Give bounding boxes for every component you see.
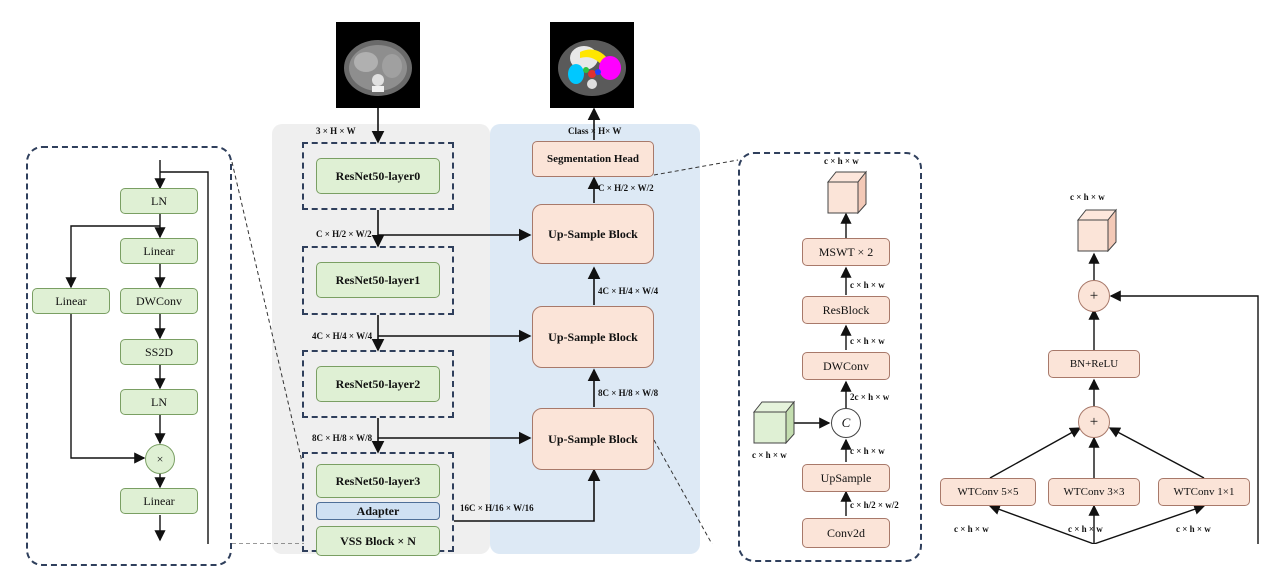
resnet-layer2: ResNet50-layer2 [316,366,440,402]
resblock-block: ResBlock [802,296,890,324]
upsample-block-3: Up-Sample Block [532,408,654,470]
mswt-dim-3: c × h × w [1068,524,1103,534]
wtconv-1x1: WTConv 1×1 [1158,478,1250,506]
dec-dim-label-1: C × H/2 × W/2 [598,183,654,193]
mswt-block: MSWT × 2 [802,238,890,266]
conv2d-block: Conv2d [802,518,890,548]
upsample-op-block: UpSample [802,464,890,492]
mswt-dim-1: c × h × w [1176,524,1211,534]
us-dim-d: c × h × w [850,446,885,456]
dec-dim-label-2: 4C × H/4 × W/4 [598,286,659,296]
resnet-layer3: ResNet50-layer3 [316,464,440,498]
adapter-block: Adapter [316,502,440,520]
vss-ss2d: SS2D [120,339,198,365]
concat-op: C [831,408,861,438]
vss-linear-side: Linear [32,288,110,314]
us-dim-b: c × h × w [850,336,885,346]
vss-ln-1: LN [120,188,198,214]
bn-relu-block: BN+ReLU [1048,350,1140,378]
vss-block: VSS Block × N [316,526,440,556]
vss-linear-top: Linear [120,238,198,264]
upsample-block-2: Up-Sample Block [532,306,654,368]
dwconv-block: DWConv [802,352,890,380]
encoder-group-1 [302,246,454,315]
mswt-dim-5: c × h × w [954,524,989,534]
output-cube-icon [826,170,868,214]
us-skip-dim: c × h × w [752,450,787,460]
encoder-group-2 [302,350,454,418]
us-dim-e: c × h/2 × w/2 [850,500,899,510]
resnet-layer1: ResNet50-layer1 [316,262,440,298]
wtconv-3x3: WTConv 3×3 [1048,478,1140,506]
vss-ln-2: LN [120,389,198,415]
mswt-plus-mid: + [1078,406,1110,438]
output-dim-label: Class × H× W [568,126,622,136]
vss-dwconv: DWConv [120,288,198,314]
dim-label-0: C × H/2 × W/2 [316,229,372,239]
dim-label-1: 4C × H/4 × W/4 [312,331,373,341]
input-ct-image [336,22,420,108]
wtconv-5x5: WTConv 5×5 [940,478,1036,506]
vss-linear-bottom: Linear [120,488,198,514]
mswt-plus-top: + [1078,280,1110,312]
us-out-dim: c × h × w [824,156,859,166]
us-dim-c: 2c × h × w [850,392,890,402]
dim-label-3: 16C × H/16 × W/16 [460,503,534,513]
output-seg-image [550,22,634,108]
connector-lines [65,107,1259,544]
vss-multiply-op: × [145,444,175,474]
resnet-layer0: ResNet50-layer0 [316,158,440,194]
mswt-out-dim: c × h × w [1070,192,1105,202]
dec-dim-label-3: 8C × H/8 × W/8 [598,388,659,398]
upsample-block-1: Up-Sample Block [532,204,654,264]
us-dim-a: c × h × w [850,280,885,290]
encoder-group-0 [302,142,454,210]
segmentation-head: Segmentation Head [532,141,654,177]
dim-label-2: 8C × H/8 × W/8 [312,433,373,443]
skip-cube-icon [752,400,796,444]
input-dim-label: 3 × H × W [316,126,356,136]
mswt-output-cube-icon [1076,208,1118,252]
